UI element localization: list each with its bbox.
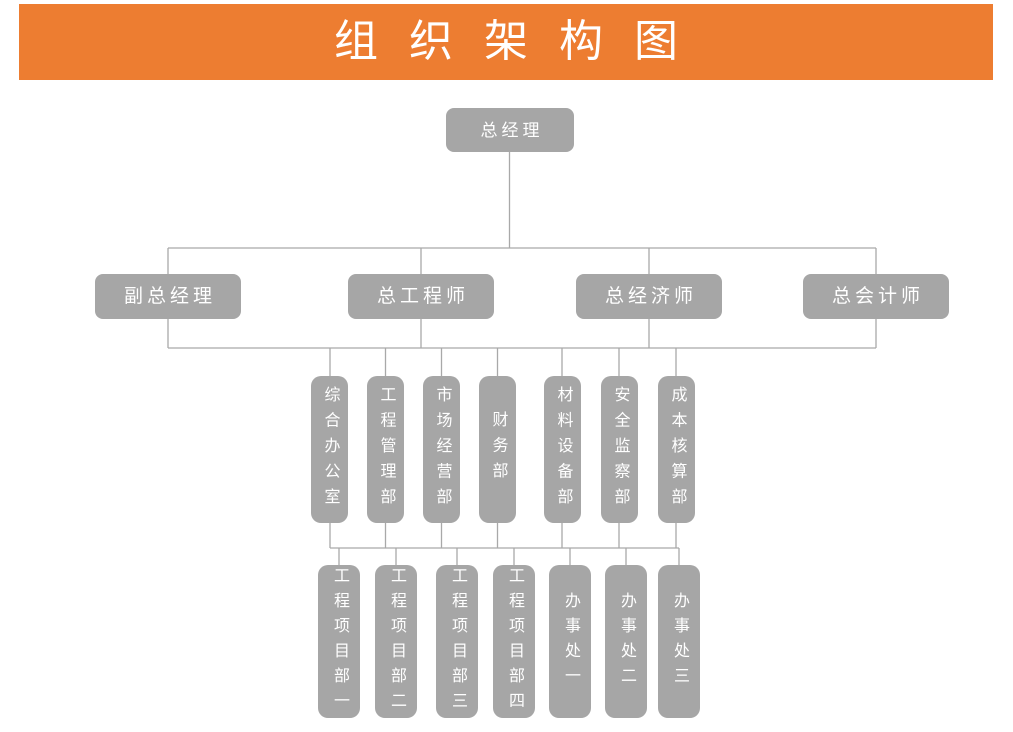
node-label: 工程管理部 (377, 385, 395, 514)
node-general-manager: 总经理 (446, 108, 574, 152)
node-general-office: 综合办公室 (311, 376, 348, 523)
node-label: 总经济师 (604, 286, 697, 307)
node-label: 办事处三 (671, 591, 688, 692)
node-label: 工程项目部三 (449, 566, 466, 717)
node-label: 办事处一 (562, 591, 579, 692)
page-title: 组织架构图 (334, 17, 709, 66)
node-cost-accounting-dept: 成本核算部 (658, 376, 695, 523)
node-label: 市场经营部 (433, 385, 451, 514)
node-label: 总经理 (480, 120, 544, 140)
node-branch-office-1: 办事处一 (549, 565, 591, 718)
node-label: 总会计师 (831, 286, 924, 307)
node-project-dept-1: 工程项目部一 (318, 565, 360, 718)
node-chief-economist: 总经济师 (576, 274, 722, 319)
node-finance-dept: 财务部 (479, 376, 516, 523)
node-label: 综合办公室 (321, 385, 339, 514)
node-label: 副总经理 (123, 286, 216, 307)
node-safety-supervision-dept: 安全监察部 (601, 376, 638, 523)
node-deputy-general-manager: 副总经理 (95, 274, 241, 319)
node-label: 总工程师 (376, 286, 469, 307)
node-label: 工程项目部一 (331, 566, 348, 717)
node-label: 财务部 (489, 411, 507, 488)
node-marketing-dept: 市场经营部 (423, 376, 460, 523)
node-chief-accountant: 总会计师 (803, 274, 949, 319)
node-project-dept-2: 工程项目部二 (375, 565, 417, 718)
node-label: 工程项目部四 (506, 566, 523, 717)
node-label: 材料设备部 (554, 385, 572, 514)
node-label: 成本核算部 (668, 385, 686, 514)
node-project-dept-4: 工程项目部四 (493, 565, 535, 718)
header-banner: 组织架构图 (19, 4, 993, 80)
node-branch-office-3: 办事处三 (658, 565, 700, 718)
node-engineering-management-dept: 工程管理部 (367, 376, 404, 523)
node-branch-office-2: 办事处二 (605, 565, 647, 718)
node-label: 安全监察部 (611, 385, 629, 514)
node-project-dept-3: 工程项目部三 (436, 565, 478, 718)
node-materials-equipment-dept: 材料设备部 (544, 376, 581, 523)
node-label: 工程项目部二 (388, 566, 405, 717)
node-label: 办事处二 (618, 591, 635, 692)
node-chief-engineer: 总工程师 (348, 274, 494, 319)
